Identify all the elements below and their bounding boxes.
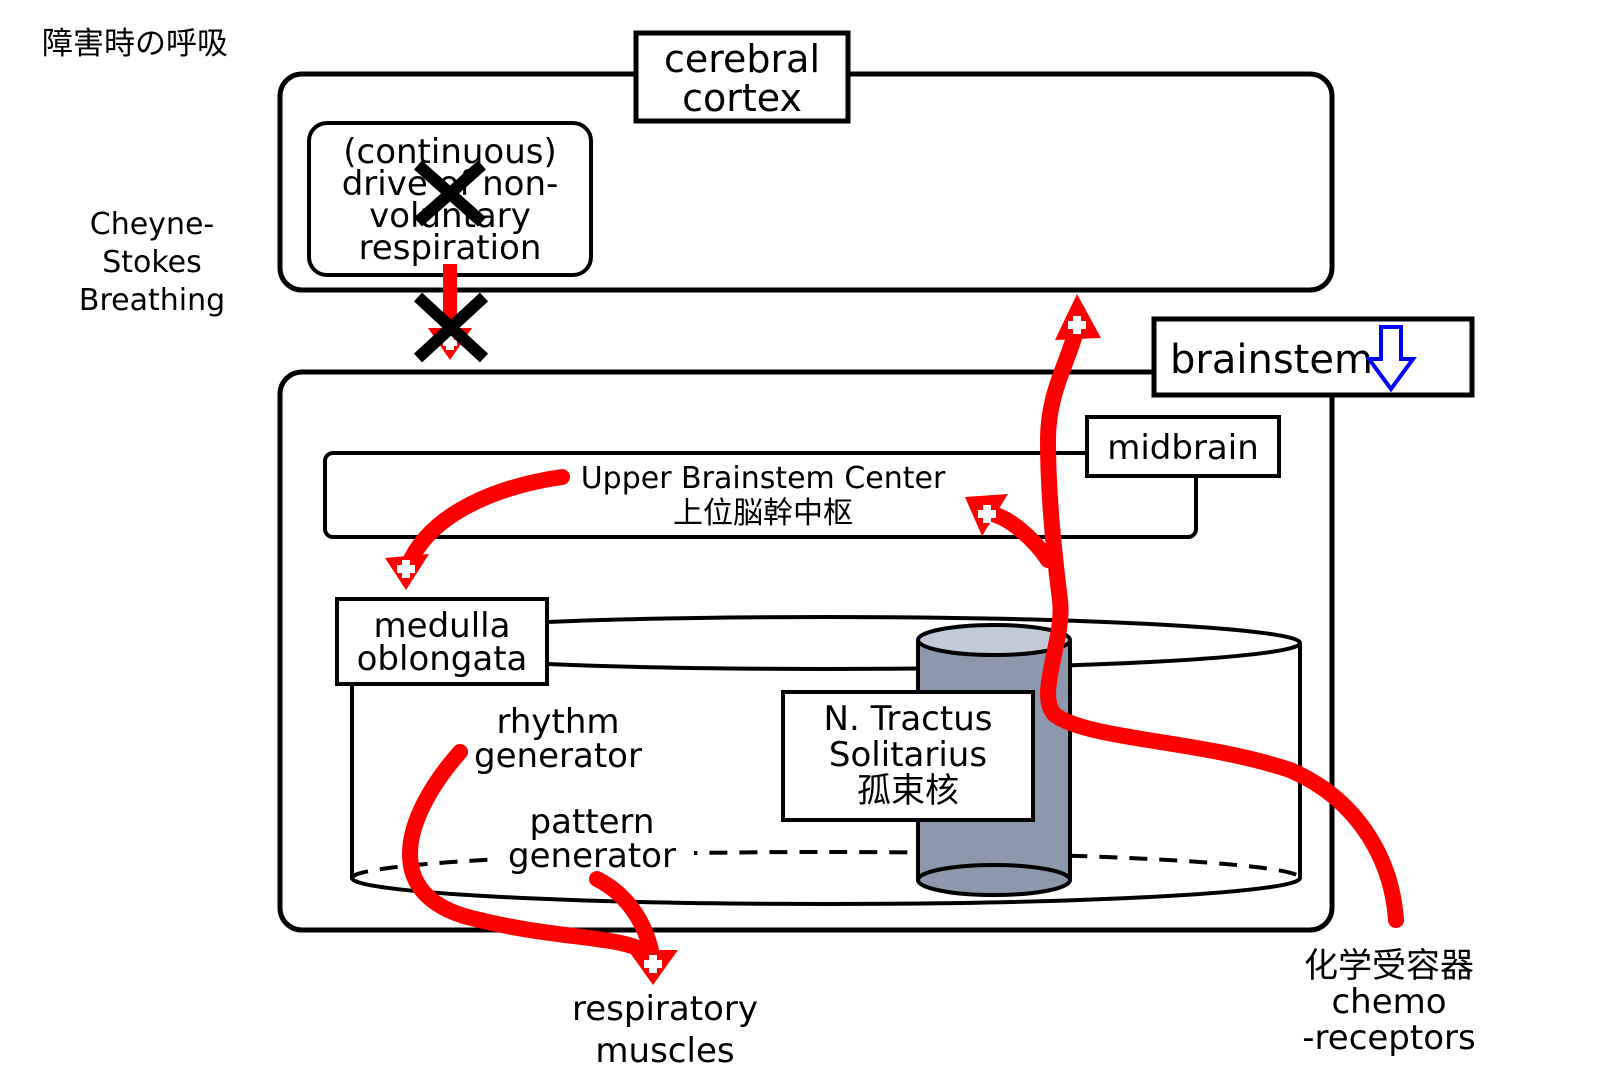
cortex-label: cerebral (664, 37, 820, 81)
page-title: 障害時の呼吸 (42, 26, 228, 62)
respiratory-muscles-label: respiratory (572, 989, 758, 1029)
rhythm-to-muscles-pathway (402, 744, 659, 963)
drive-label-line: voluntary (369, 196, 531, 236)
midbrain-label-box (1085, 415, 1281, 478)
upper-to-medulla-pathway (400, 469, 570, 574)
side-label-line: Cheyne- (90, 207, 214, 242)
disabled-mark-icon (414, 160, 486, 227)
chemoreceptors-label: chemo (1331, 982, 1446, 1022)
down-arrow-icon (1365, 325, 1417, 393)
respiratory-muscles-label: muscles (595, 1031, 734, 1071)
rhythm-generator-label: generator (474, 736, 642, 776)
side-label-line: Breathing (79, 283, 225, 318)
pattern-generator-label: pattern (530, 802, 655, 842)
chemoreceptors-label: 化学受容器 (1304, 946, 1474, 986)
nts-label-line: Solitarius (829, 735, 987, 775)
blocked-mark-icon (413, 292, 489, 363)
pattern-generator-label: generator (508, 836, 676, 876)
nts-label-box (781, 690, 1035, 822)
medulla-label-box (335, 597, 549, 686)
cortex-label: cortex (682, 76, 802, 120)
nts-label-line: 孤束核 (857, 771, 959, 811)
brainstem-label: brainstem (1170, 337, 1373, 383)
pattern-generator-mask (494, 795, 694, 877)
chemo-to-upper-center-pathway (984, 506, 1056, 568)
midbrain-label: midbrain (1107, 428, 1259, 468)
drive-label-line: (continuous) (343, 132, 557, 172)
cortex-label-box (633, 30, 851, 124)
upper-center-label-en: Upper Brainstem Center (581, 461, 946, 496)
rhythm-generator-label: rhythm (496, 702, 619, 742)
chemo-to-cortex-pathway (1039, 318, 1404, 928)
upper-center-label-ja: 上位脳幹中枢 (673, 496, 853, 531)
chemoreceptors-label: -receptors (1302, 1018, 1475, 1058)
drive-label-line: respiration (359, 228, 542, 268)
side-label-line: Stokes (102, 245, 202, 280)
arrowhead-plus-icon (385, 554, 429, 590)
nts-label-line: N. Tractus (824, 699, 993, 739)
medulla-label: medulla (374, 606, 511, 646)
brainstem-label-box (1151, 316, 1475, 398)
side-label: Cheyne- Stokes Breathing (79, 207, 225, 318)
pattern-to-muscles-pathway (589, 871, 660, 963)
arrowhead-plus-icon (965, 494, 1008, 536)
excitatory-pathways (400, 318, 1404, 963)
nonvoluntary-drive-label: (continuous) drive of non- voluntary res… (342, 132, 559, 268)
medulla-label: oblongata (357, 639, 528, 679)
arrowhead-plus-icon (1055, 294, 1101, 340)
arrowhead-plus-icon (628, 950, 678, 985)
